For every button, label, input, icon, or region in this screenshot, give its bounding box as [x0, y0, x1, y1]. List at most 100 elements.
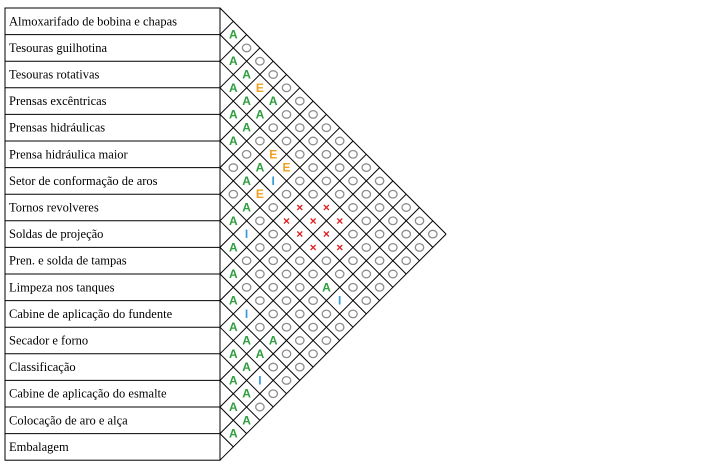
mark-O [281, 136, 292, 146]
mark-O [268, 70, 279, 79]
mark-I: I [245, 227, 248, 241]
mark-O [348, 176, 358, 186]
mark-O [268, 123, 279, 133]
mark-O [361, 242, 372, 252]
mark-O [268, 389, 279, 399]
mark-O [281, 109, 292, 119]
mark-A: A [242, 174, 251, 188]
mark-A: A [242, 201, 251, 215]
mark-O [334, 163, 345, 173]
grid-line [219, 193, 407, 381]
department-label: Cabine de aplicação do fundente [9, 307, 173, 321]
mark-A: A [229, 214, 238, 228]
mark-O [294, 123, 305, 133]
mark-O [241, 256, 252, 266]
mark-O [348, 229, 358, 239]
mark-O [361, 163, 372, 173]
mark-A: A [242, 387, 251, 401]
mark-A: A [256, 347, 265, 361]
mark-E: E [282, 161, 290, 175]
mark-O [388, 189, 398, 199]
grid-line [219, 87, 301, 168]
grid-line [219, 326, 287, 395]
mark-O [294, 96, 305, 106]
mark-O [321, 149, 332, 159]
mark-O [268, 256, 279, 266]
grid-line [219, 180, 394, 355]
mark-O [294, 309, 305, 319]
mark-O [374, 229, 385, 239]
mark-O [308, 136, 318, 146]
labels-frame [4, 7, 221, 461]
mark-A: A [242, 121, 251, 135]
mark-A: A [229, 107, 238, 121]
grid-line [219, 380, 261, 421]
grid-line [219, 60, 420, 262]
mark-O [308, 163, 318, 173]
grid-line [219, 20, 234, 35]
mark-X: × [336, 214, 343, 228]
mark-O [348, 309, 358, 319]
mark-I: I [258, 373, 261, 387]
mark-O [268, 309, 279, 319]
mark-O [401, 256, 412, 266]
mark-O [281, 322, 292, 332]
mark-O [268, 282, 279, 292]
grid-line [219, 34, 247, 62]
department-label: Embalagem [9, 440, 69, 454]
mark-O [281, 296, 292, 306]
department-label: Secador e forno [9, 334, 88, 348]
mark-O [228, 189, 239, 199]
mark-A: A [242, 413, 251, 427]
grid-line [219, 167, 380, 328]
mark-O [255, 322, 265, 332]
mark-A: A [242, 94, 251, 108]
mark-O [361, 296, 372, 306]
mark-O [255, 402, 265, 412]
mark-O [308, 109, 318, 119]
mark-O [401, 203, 412, 212]
mark-O [241, 282, 252, 292]
department-label: Prensas hidráulicas [9, 121, 105, 135]
grid-line [219, 220, 434, 434]
department-label: Tesouras rotativas [9, 68, 100, 82]
grid-line [219, 233, 447, 461]
mark-O [388, 242, 398, 252]
mark-A: A [229, 81, 238, 95]
mark-O [294, 336, 305, 345]
mark-O [308, 349, 318, 359]
mark-O [294, 362, 305, 372]
mark-O [348, 203, 358, 212]
mark-O [241, 149, 252, 159]
mark-A: A [229, 347, 238, 361]
mark-O [334, 136, 345, 146]
mark-A: A [229, 373, 238, 387]
grid-line [219, 167, 367, 315]
department-label: Soldas de projeção [9, 227, 103, 241]
department-label: Colocação de aro e alça [9, 413, 128, 427]
mark-O [308, 269, 318, 279]
grid-line [219, 127, 341, 248]
grid-line [219, 114, 327, 222]
mark-O [401, 229, 412, 239]
mark-O [255, 269, 265, 279]
grid-line [219, 47, 261, 89]
mark-O [427, 229, 438, 239]
mark-A: A [256, 107, 265, 121]
mark-O [241, 43, 252, 53]
mark-A: A [229, 28, 238, 42]
mark-O [268, 229, 279, 239]
mark-O [294, 256, 305, 266]
mark-O [361, 189, 372, 199]
relationship-grid [219, 7, 447, 461]
mark-O [294, 149, 305, 159]
mark-A: A [229, 400, 238, 414]
mark-A: A [322, 280, 331, 294]
mark-O [414, 242, 425, 252]
mark-O [308, 322, 318, 332]
mark-O [255, 242, 265, 252]
mark-A: A [229, 294, 238, 308]
mark-O [348, 149, 358, 159]
mark-O [268, 362, 279, 372]
